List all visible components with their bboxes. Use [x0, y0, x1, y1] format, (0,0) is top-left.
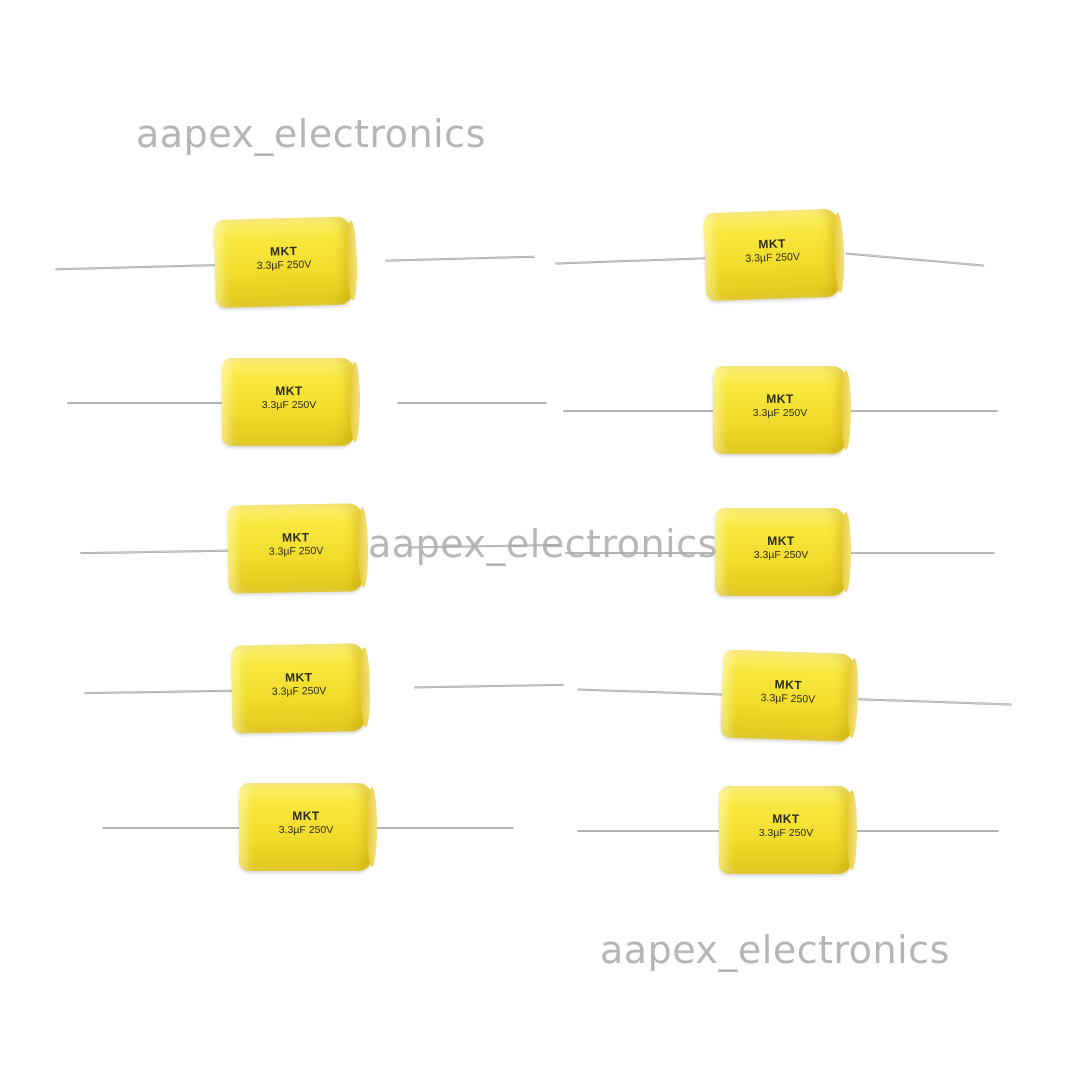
lead-wire-left	[55, 263, 221, 271]
capacitor-body: MKT 3.3µF 250V	[713, 366, 851, 454]
capacitor: MKT 3.3µF 250V	[54, 206, 536, 319]
capacitor-label: MKT 3.3µF 250V	[704, 235, 840, 268]
watermark-top: aapex_electronics	[136, 112, 486, 156]
capacitor-label: MKT 3.3µF 250V	[713, 392, 847, 420]
capacitor-type: MKT	[275, 384, 303, 398]
capacitor-label: MKT 3.3µF 250V	[719, 812, 853, 840]
lead-wire-right	[409, 543, 560, 549]
capacitor-body: MKT 3.3µF 250V	[703, 208, 842, 302]
capacitor-rating: 3.3µF 250V	[256, 258, 312, 272]
capacitor: MKT 3.3µF 250V	[553, 198, 986, 313]
capacitor-label: MKT 3.3µF 250V	[715, 534, 847, 562]
capacitor-type: MKT	[767, 534, 795, 548]
lead-wire-right	[369, 827, 514, 829]
capacitor-body: MKT 3.3µF 250V	[239, 783, 377, 871]
capacitor-label: MKT 3.3µF 250V	[722, 675, 855, 708]
lead-wire-left	[577, 830, 725, 832]
capacitor: MKT 3.3µF 250V	[577, 780, 999, 880]
capacitor-type: MKT	[766, 392, 794, 406]
lead-wire-right	[851, 698, 1012, 706]
capacitor: MKT 3.3µF 250V	[563, 360, 998, 460]
lead-wire-right	[844, 252, 985, 267]
capacitor-body: MKT 3.3µF 250V	[720, 649, 856, 743]
lead-wire-right	[843, 410, 998, 412]
capacitor: MKT 3.3µF 250V	[565, 502, 995, 602]
capacitor: MKT 3.3µF 250V	[79, 494, 561, 602]
capacitor-rating: 3.3µF 250V	[268, 544, 324, 558]
capacitor-label: MKT 3.3µF 250V	[222, 384, 356, 412]
capacitor: MKT 3.3µF 250V	[575, 638, 1013, 753]
capacitor: MKT 3.3µF 250V	[83, 634, 565, 742]
lead-wire-left	[84, 689, 250, 695]
lead-wire-left	[565, 552, 720, 554]
capacitor-body: MKT 3.3µF 250V	[719, 786, 857, 874]
lead-wire-left	[80, 549, 246, 555]
capacitor-type: MKT	[292, 809, 320, 823]
capacitor-rating: 3.3µF 250V	[278, 824, 334, 836]
capacitor: MKT 3.3µF 250V	[67, 352, 547, 452]
capacitor-rating: 3.3µF 250V	[753, 549, 809, 561]
lead-wire-left	[555, 257, 711, 265]
capacitor-body: MKT 3.3µF 250V	[222, 358, 360, 446]
capacitor-body: MKT 3.3µF 250V	[227, 503, 365, 594]
lead-wire-left	[67, 402, 232, 404]
lead-wire-right	[413, 683, 564, 689]
capacitor-body: MKT 3.3µF 250V	[715, 508, 851, 596]
lead-wire-left	[563, 410, 718, 412]
watermark-bottom: aapex_electronics	[600, 928, 950, 972]
capacitor: MKT 3.3µF 250V	[102, 777, 514, 877]
lead-wire-right	[397, 402, 547, 404]
capacitor-label: MKT 3.3µF 250V	[239, 809, 373, 837]
capacitor-rating: 3.3µF 250V	[758, 827, 814, 839]
capacitor-body: MKT 3.3µF 250V	[213, 216, 355, 309]
lead-wire-right	[851, 830, 999, 832]
capacitor-label: MKT 3.3µF 250V	[215, 242, 354, 274]
capacitor-body: MKT 3.3µF 250V	[231, 643, 367, 734]
capacitor-label: MKT 3.3µF 250V	[228, 529, 364, 559]
capacitor-label: MKT 3.3µF 250V	[232, 669, 366, 699]
lead-wire-left	[102, 827, 242, 829]
capacitor-type: MKT	[772, 812, 800, 826]
lead-wire-left	[577, 688, 728, 696]
lead-wire-right	[847, 552, 995, 554]
capacitor-rating: 3.3µF 250V	[261, 399, 317, 411]
lead-wire-right	[384, 255, 535, 262]
capacitor-rating: 3.3µF 250V	[271, 684, 327, 698]
capacitor-rating: 3.3µF 250V	[752, 407, 808, 419]
